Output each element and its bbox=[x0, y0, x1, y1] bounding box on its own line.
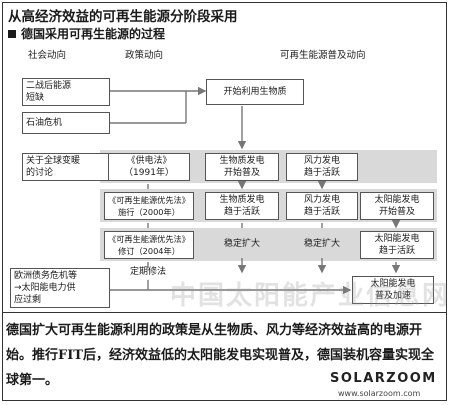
box-line: 短缺 bbox=[26, 93, 45, 103]
adoption-wind-stable: 稳定扩大 bbox=[292, 238, 352, 250]
box-line: 生物质发电 bbox=[219, 156, 265, 166]
box-line: 太阳能发电 bbox=[374, 234, 420, 244]
box-line: 开始利用生物质 bbox=[223, 87, 287, 97]
box-line: 石油危机 bbox=[26, 118, 63, 128]
solarzoom-url: www.solarzoom.com bbox=[338, 389, 421, 398]
adoption-wind-active-2: 风力发电 趋于活跃 bbox=[286, 192, 358, 220]
adoption-biomass-begin-spread: 生物质发电 开始普及 bbox=[205, 153, 279, 181]
box-line: →太阳能电力供 bbox=[14, 283, 76, 293]
box-line: 趋于活跃 bbox=[303, 207, 340, 217]
box-line: 《可再生能源优先法》 bbox=[108, 195, 190, 205]
square-bullet-icon bbox=[8, 30, 16, 38]
box-line: 开始普及 bbox=[378, 207, 415, 217]
box-line: 应过剩 bbox=[14, 295, 42, 305]
solarzoom-logo: SOLARZOOM bbox=[330, 371, 437, 386]
box-line: （1991年） bbox=[124, 168, 174, 178]
adoption-solar-begin-spread: 太阳能发电 开始普及 bbox=[360, 192, 434, 220]
figure-subtitle: 德国采用可再生能源的过程 bbox=[8, 25, 165, 42]
box-line: 关于全球变暖 bbox=[26, 156, 81, 166]
social-oil-crisis: 石油危机 bbox=[22, 112, 110, 134]
social-postwar-energy-shortage: 二战后能源 短缺 bbox=[22, 78, 110, 106]
box-line: 太阳能发电 bbox=[374, 195, 420, 205]
adoption-biomass-start: 开始利用生物质 bbox=[206, 79, 304, 105]
box-line: 修订（2004年） bbox=[118, 246, 180, 256]
box-line: 欧洲债务危机等 bbox=[14, 271, 78, 281]
box-line: 普及加速 bbox=[374, 291, 411, 301]
social-global-warming-debate: 关于全球变暖 的讨论 bbox=[22, 153, 110, 181]
box-line: 《供电法》 bbox=[126, 156, 172, 166]
social-euro-debt-crisis: 欧洲债务危机等 →太阳能电力供 应过剩 bbox=[10, 268, 110, 308]
column-header-policy: 政策动向 bbox=[125, 50, 164, 61]
box-line: 稳定扩大 bbox=[223, 239, 260, 249]
adoption-wind-active-1: 风力发电 趋于活跃 bbox=[286, 153, 358, 181]
box-line: 风力发电 bbox=[303, 195, 340, 205]
box-line: 的讨论 bbox=[26, 168, 54, 178]
policy-eeg-enacted-2000: 《可再生能源优先法》 施行（2000年） bbox=[104, 192, 194, 220]
policy-electricity-feed-act-1991: 《供电法》 （1991年） bbox=[108, 153, 190, 181]
column-header-social: 社会动向 bbox=[28, 50, 67, 61]
box-line: 施行（2000年） bbox=[118, 207, 180, 217]
box-line: 趋于活跃 bbox=[223, 207, 260, 217]
column-header-adoption: 可再生能源普及动向 bbox=[280, 50, 366, 61]
caption-text: 德国扩大可再生能源利用的政策是从生物质、风力等经济效益高的电源开始。推行FIT后… bbox=[6, 323, 434, 388]
adoption-biomass-stable: 稳定扩大 bbox=[212, 238, 272, 250]
box-line: 趋于活跃 bbox=[378, 246, 415, 256]
adoption-solar-accelerate: 太阳能发电 普及加速 bbox=[352, 276, 434, 304]
box-line: 稳定扩大 bbox=[303, 239, 340, 249]
policy-eeg-revised-2004: 《可再生能源优先法》 修订（2004年） bbox=[104, 231, 194, 259]
figure-frame bbox=[2, 2, 447, 401]
box-line: 定期修法 bbox=[129, 267, 166, 277]
box-line: 开始普及 bbox=[223, 168, 260, 178]
box-line: 《可再生能源优先法》 bbox=[108, 234, 190, 244]
watermark-text: 中国太阳能产业信息网 bbox=[170, 281, 451, 311]
subtitle-text: 德国采用可再生能源的过程 bbox=[21, 27, 166, 41]
box-line: 趋于活跃 bbox=[303, 168, 340, 178]
adoption-biomass-active: 生物质发电 趋于活跃 bbox=[205, 192, 279, 220]
box-line: 二战后能源 bbox=[26, 81, 72, 91]
box-line: 风力发电 bbox=[303, 156, 340, 166]
adoption-solar-active: 太阳能发电 趋于活跃 bbox=[360, 231, 434, 259]
policy-periodic-revision: 定期修法 bbox=[128, 266, 168, 278]
caption-box bbox=[2, 312, 447, 401]
box-line: 太阳能发电 bbox=[370, 279, 416, 289]
figure-title: 从高经济效益的可再生能源分阶段采用 bbox=[8, 9, 238, 25]
box-line: 生物质发电 bbox=[219, 195, 265, 205]
